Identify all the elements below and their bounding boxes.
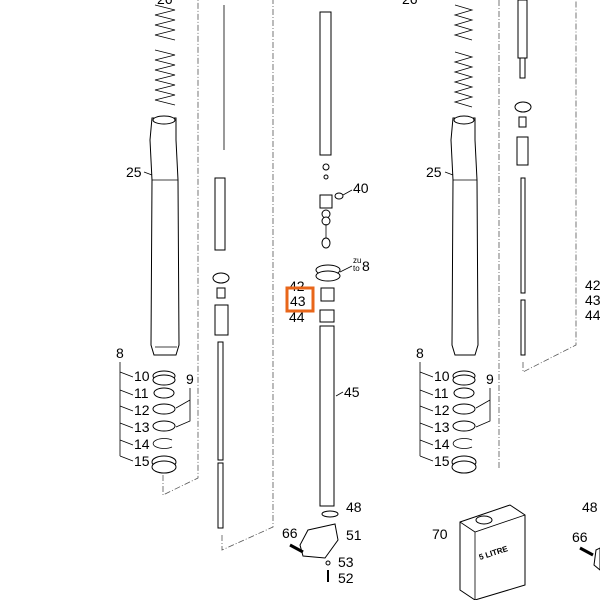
label-14: 14 — [134, 436, 150, 452]
label-44-right: 44 — [585, 307, 600, 323]
label-25: 25 — [126, 164, 142, 180]
label-10: 10 — [134, 368, 150, 384]
label-43: 43 — [290, 293, 306, 309]
damper-rod — [319, 11, 332, 156]
highlight-box-43 — [285, 286, 315, 313]
label-to: to — [353, 264, 360, 273]
label-66-right: 66 — [572, 529, 588, 545]
label-15: 15 — [134, 453, 150, 469]
label-to-8: 8 — [362, 258, 370, 274]
center-cartridge-assembly: 40 zu to 8 42 43 44 45 48 51 66 53 52 — [282, 11, 370, 586]
label-48: 48 — [346, 499, 362, 515]
label-13: 13 — [134, 419, 150, 435]
label-48-right: 48 — [582, 499, 598, 515]
label-12: 12 — [134, 402, 150, 418]
label-11-right: 11 — [434, 385, 449, 401]
label-66: 66 — [282, 525, 298, 541]
label-43-right: 43 — [585, 292, 600, 308]
left-fork-tube — [149, 117, 180, 356]
label-12-right: 12 — [434, 402, 450, 418]
right-fork-tube — [450, 117, 479, 356]
label-10-right: 10 — [434, 368, 450, 384]
label-9: 9 — [186, 371, 194, 387]
left-spring — [154, 4, 176, 106]
label-40: 40 — [353, 180, 369, 196]
label-8-right: 8 — [416, 345, 424, 361]
label-14-right: 14 — [434, 436, 450, 452]
label-26-right: 26 — [402, 0, 418, 7]
label-25-right: 25 — [426, 164, 442, 180]
label-45: 45 — [344, 384, 360, 400]
label-8: 8 — [116, 345, 124, 361]
cartridge-tube — [319, 325, 335, 507]
label-13-right: 13 — [434, 419, 450, 435]
label-26: 26 — [157, 0, 173, 7]
label-42: 42 — [289, 278, 305, 294]
right-fork-assembly: 26 25 8 10 11 12 13 14 15 9 42 43 44 7 — [402, 0, 600, 600]
label-9-right: 9 — [486, 371, 494, 387]
axle-foot — [299, 523, 339, 559]
label-53: 53 — [338, 554, 354, 570]
oil-can-icon: 5 LITRE — [459, 504, 526, 600]
label-11: 11 — [134, 385, 149, 401]
label-42-right: 42 — [585, 277, 600, 293]
label-52: 52 — [338, 570, 354, 586]
label-15-right: 15 — [434, 453, 450, 469]
label-51: 51 — [346, 527, 362, 543]
left-fork-assembly: 25 26 8 10 11 12 13 14 15 9 — [116, 0, 274, 551]
label-44: 44 — [289, 309, 305, 325]
label-zu: zu — [353, 256, 361, 265]
label-70: 70 — [432, 526, 448, 542]
